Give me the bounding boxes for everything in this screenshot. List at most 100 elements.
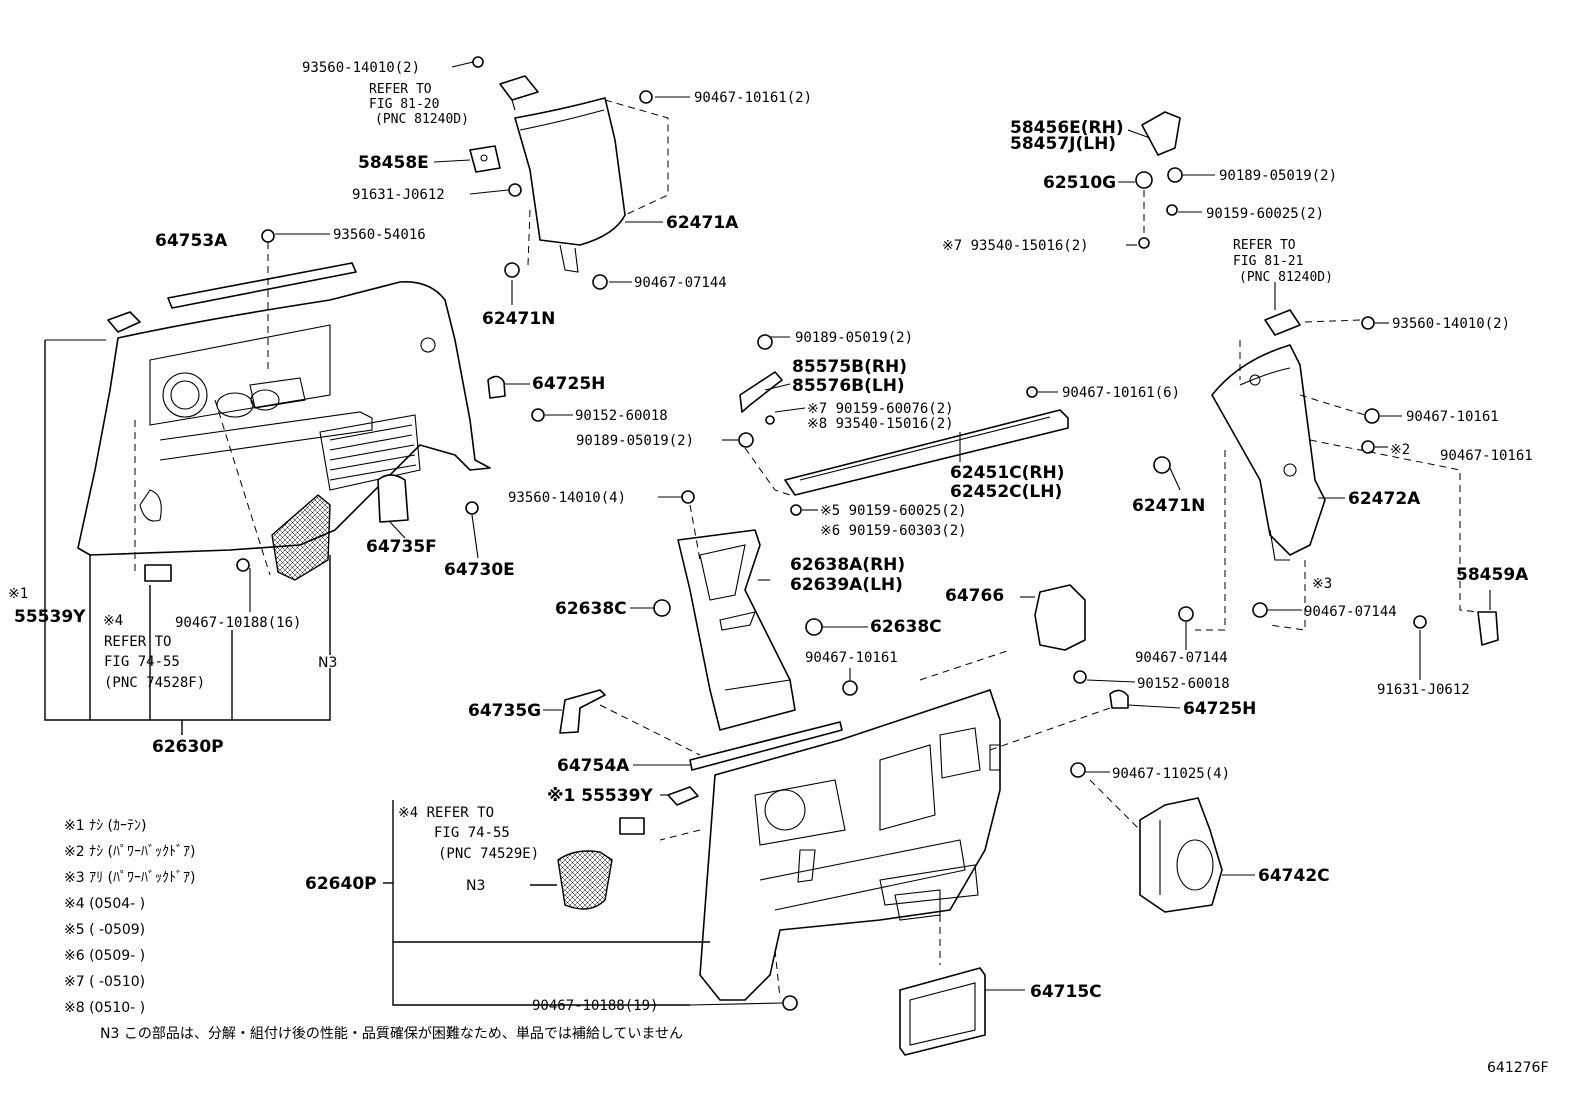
label-64766: 64766 [945, 586, 1004, 606]
part-labels: 93560-14010(2) REFER TO FIG 81-20 (PNC 8… [8, 60, 1533, 1014]
label-58457J: 58457J(LH) [1010, 134, 1116, 154]
label-64715C: 64715C [1030, 982, 1102, 1002]
quarter-panel-62640P [699, 689, 1001, 1001]
label-90467-07144-low: 90467-07144 [1135, 650, 1228, 666]
quarter-panel-62630P [77, 281, 491, 556]
clip-64725H-top [236, 229, 545, 572]
label-55539Y-left: 55539Y [14, 607, 86, 627]
label-90467-10161-right-a: 90467-10161 [1406, 409, 1499, 425]
note-4: ※4 (0504- ) [64, 896, 145, 912]
label-62638A: 62638A(RH) [790, 555, 905, 575]
label-62471A: 62471A [666, 213, 739, 233]
label-refer-81-20-b: FIG 81-20 [369, 97, 439, 112]
label-64754A: 64754A [557, 756, 630, 776]
label-85575B: 85575B(RH) [792, 357, 907, 377]
label-62451C: 62451C(RH) [950, 463, 1064, 483]
bracket-58456E [1135, 111, 1183, 249]
label-64735G: 64735G [468, 701, 541, 721]
label-refer-81-21-a: REFER TO [1233, 238, 1296, 253]
label-90467-07144-top: 90467-07144 [634, 275, 727, 291]
leader-lines [249, 61, 1491, 1006]
label-64725H-top: 64725H [532, 374, 605, 394]
label-refer-74-55-c: (PNC 74528F) [104, 675, 205, 691]
label-refer-81-20-c: (PNC 81240D) [375, 112, 469, 127]
cap-55539Y-left [107, 311, 141, 333]
cap-55539Y-mid [619, 786, 699, 835]
trim-64766 [1034, 584, 1086, 651]
bracket-58458E [469, 145, 501, 173]
label-90152-60018-mid: 90152-60018 [1137, 676, 1230, 692]
label-62510G: 62510G [1043, 173, 1116, 193]
label-93560-14010-top: 93560-14010(2) [302, 60, 420, 76]
label-90189-05019-right: 90189-05019(2) [1219, 168, 1337, 184]
bracket-58459A [1477, 611, 1499, 646]
label-62471N-right: 62471N [1132, 496, 1205, 516]
label-90152-60018-top: 90152-60018 [575, 408, 668, 424]
label-90159-60025-right: 90159-60025(2) [1206, 206, 1324, 222]
note-8: ※8 (0510- ) [64, 1000, 145, 1016]
label-62639A: 62639A(LH) [790, 575, 903, 595]
label-refer-74-55-2-a: ※4 REFER TO [398, 805, 494, 821]
label-64753A: 64753A [155, 231, 228, 251]
label-mark2-right: ※2 [1390, 442, 1410, 458]
clip-81-21 [1153, 309, 1427, 629]
label-90159-60025-mid: ※5 90159-60025(2) [820, 503, 967, 519]
speaker-box-64742C [1139, 797, 1223, 913]
label-90159-60076-2: ※7 90159-60076(2) [807, 401, 954, 417]
label-64730E: 64730E [444, 560, 515, 580]
label-62640P: 62640P [305, 874, 377, 894]
label-90467-07144-mid: 90467-07144 [1304, 604, 1397, 620]
label-refer-74-55-2-c: (PNC 74529E) [438, 846, 539, 862]
molding-64753A [167, 262, 357, 309]
grille-64742 [557, 850, 613, 910]
pillar-62472A [1211, 344, 1326, 561]
label-55539Y-mid: ※1 55539Y [547, 786, 653, 806]
label-90467-10188-16: 90467-10188(16) [175, 615, 301, 631]
label-93540-15016-2: ※7 93540-15016(2) [942, 238, 1089, 254]
note-6: ※6 (0509- ) [64, 948, 145, 964]
label-90467-10161-2: 90467-10161(2) [694, 90, 812, 106]
label-90467-11025-4: 90467-11025(4) [1112, 766, 1230, 782]
footnote-n3: N3 この部品は、分解・組付け後の性能・品質確保が困難なため、単品では補給してい… [100, 1026, 683, 1042]
label-62472A: 62472A [1348, 489, 1421, 509]
label-64725H-mid: 64725H [1183, 699, 1256, 719]
label-62471N-left: 62471N [482, 309, 555, 329]
label-n3-mid: N3 [466, 878, 485, 894]
note-3: ※3 ｱﾘ (ﾊﾟﾜｰﾊﾞｯｸﾄﾞｱ) [64, 870, 195, 886]
label-90467-10188-19: 90467-10188(19) [532, 998, 658, 1014]
label-58459A: 58459A [1456, 565, 1529, 585]
figure-id: 641276F [1487, 1060, 1549, 1076]
label-93540-15016-2-mid: ※8 93540-15016(2) [807, 416, 954, 432]
pillar-62638A [653, 490, 858, 731]
label-91631-J0612-top: 91631-J0612 [352, 187, 445, 203]
label-refer-81-20-a: REFER TO [369, 82, 432, 97]
upper-trim-62471A [514, 97, 669, 273]
label-refer-81-21-c: (PNC 81240D) [1239, 270, 1333, 285]
label-n3-left: N3 [318, 655, 337, 671]
label-93560-14010-right: 93560-14010(2) [1392, 316, 1510, 332]
screw-icon-top [472, 56, 653, 290]
label-refer-74-55-b: FIG 74-55 [104, 654, 180, 670]
label-64742C: 64742C [1258, 866, 1330, 886]
note-7: ※7 ( -0510) [64, 974, 145, 990]
label-refer-74-55-2-b: FIG 74-55 [434, 825, 510, 841]
label-93560-54016: 93560-54016 [333, 227, 426, 243]
label-90467-10161-6: 90467-10161(6) [1062, 385, 1180, 401]
clip-64725H-mid [782, 670, 1129, 1011]
label-90467-10161-right-b: 90467-10161 [1440, 448, 1533, 464]
pad-55539Y [144, 564, 172, 582]
label-62630P: 62630P [152, 737, 224, 757]
note-1: ※1 ﾅｼ (ｶｰﾃﾝ) [64, 818, 146, 834]
bracket-62640P [383, 800, 710, 1006]
molding-64754A [689, 721, 843, 771]
notes-legend: ※1 ﾅｼ (ｶｰﾃﾝ) ※2 ﾅｼ (ﾊﾟﾜｰﾊﾞｯｸﾄﾞｱ) ※3 ｱﾘ (… [64, 818, 195, 1016]
note-2: ※2 ﾅｼ (ﾊﾟﾜｰﾊﾞｯｸﾄﾞｱ) [64, 844, 195, 860]
clip-top-refer [499, 75, 539, 111]
speaker-grille-64730 [271, 494, 331, 581]
label-58458E: 58458E [358, 153, 429, 173]
cover-64735F [377, 474, 409, 523]
label-58456E: 58456E(RH) [1010, 118, 1124, 138]
label-62638C-left: 62638C [555, 599, 627, 619]
label-mark3-right: ※3 [1312, 576, 1332, 592]
